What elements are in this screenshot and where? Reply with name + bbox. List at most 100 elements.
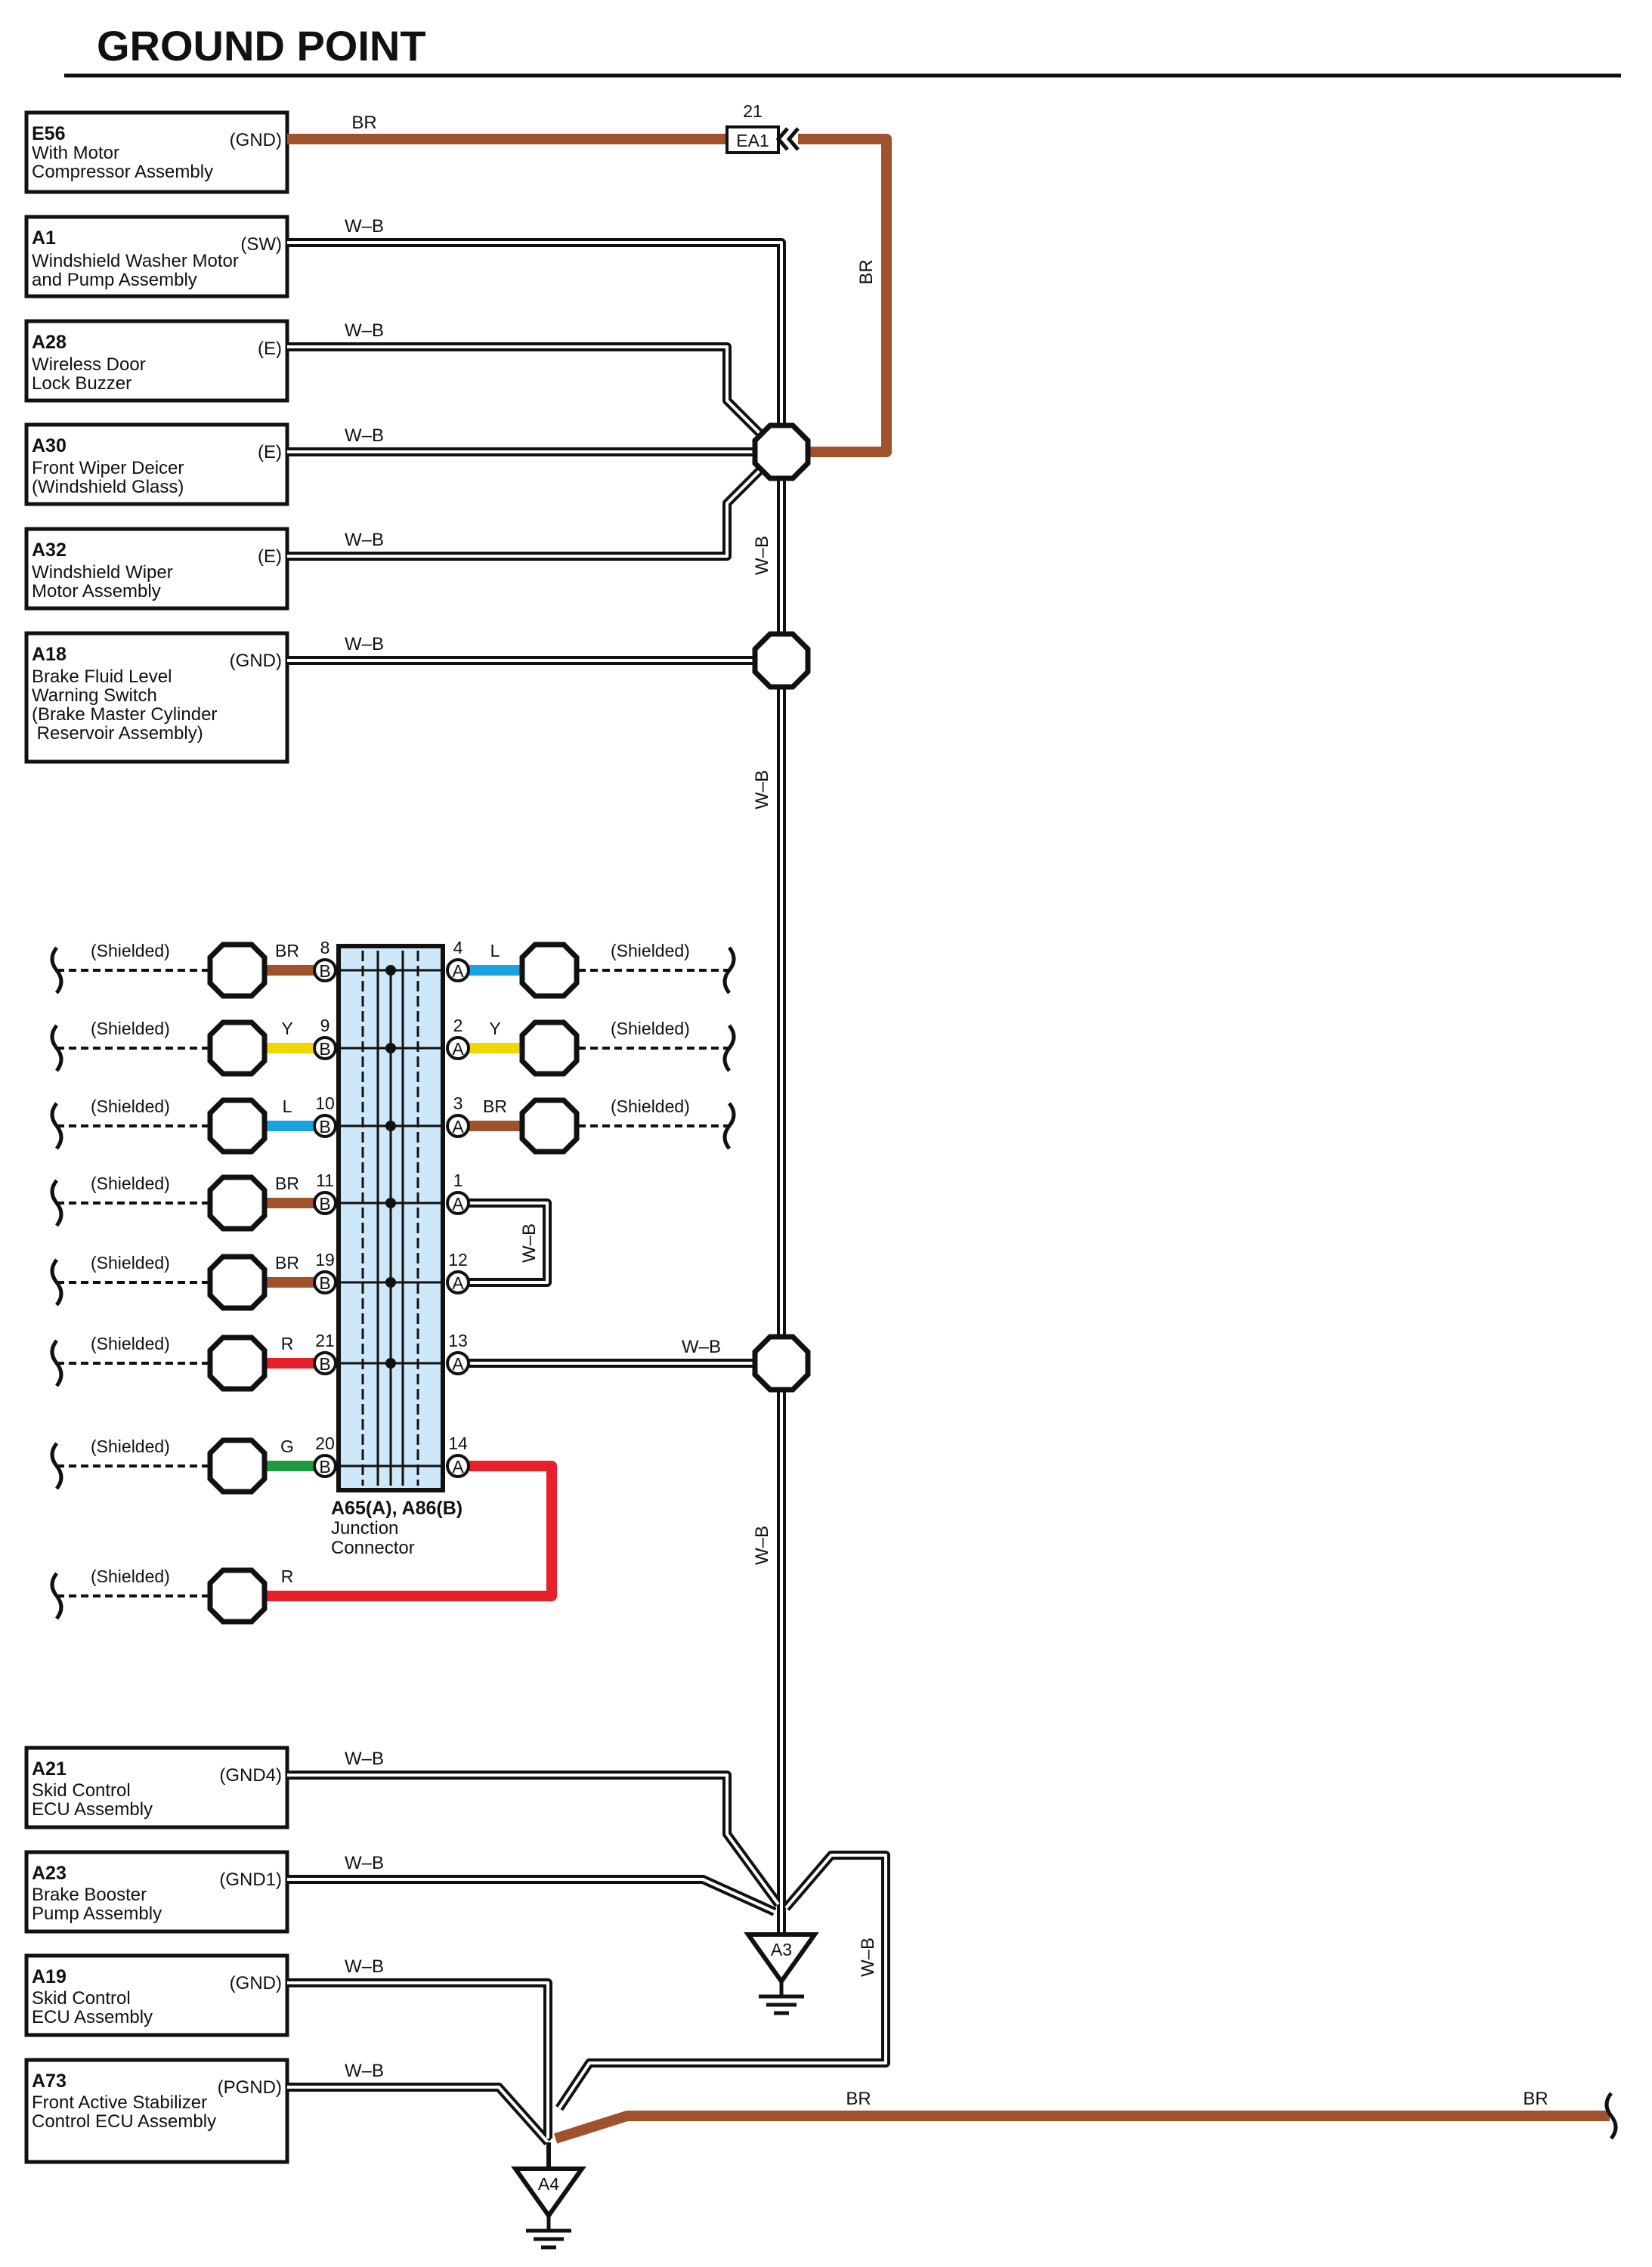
pin-letter: B xyxy=(319,1457,330,1477)
component-a21: A21 Skid Control ECU Assembly (GND4) xyxy=(24,1746,289,1829)
component-name-line: Windshield Wiper xyxy=(32,562,173,583)
component-pin: (SW) xyxy=(240,234,282,255)
pin-row: A 1 xyxy=(446,1171,470,1215)
trunk-splices xyxy=(752,422,811,1393)
splice-point xyxy=(207,942,268,999)
junction-name-line: Connector xyxy=(331,1538,415,1558)
wire-label: W–B xyxy=(519,1223,540,1263)
component-id: A28 xyxy=(32,332,67,353)
pin-letter: A xyxy=(452,1039,464,1059)
shield-label: (Shielded) xyxy=(611,1096,690,1116)
wire-label: W–B xyxy=(345,1956,384,1977)
component-id: E56 xyxy=(32,123,65,144)
wire-color: G xyxy=(280,1437,294,1456)
pin-letter: B xyxy=(319,1354,330,1374)
component-name-line: ECU Assembly xyxy=(32,1799,153,1820)
shield-label: (Shielded) xyxy=(611,1019,690,1038)
pin-letter: A xyxy=(452,961,464,981)
shield-label: (Shielded) xyxy=(91,1019,170,1038)
splice-point xyxy=(207,1437,268,1495)
shield-row: (Shielded) BR B 19 xyxy=(50,1250,337,1311)
component-a32: A32 Windshield Wiper Motor Assembly (E) xyxy=(24,527,289,611)
wire-label: BR xyxy=(1523,2089,1548,2109)
component-name-line: Compressor Assembly xyxy=(32,162,213,182)
wb-wires xyxy=(287,238,890,2145)
component-name-line: Warning Switch xyxy=(32,685,157,706)
shield-row: (Shielded) Y B 9 xyxy=(50,1016,337,1077)
shield-row: (Shielded) R B 21 xyxy=(50,1331,337,1392)
component-name-line: Motor Assembly xyxy=(32,581,161,602)
component-name-line: (Brake Master Cylinder xyxy=(32,704,217,725)
ground-label: A4 xyxy=(538,2174,559,2194)
ea1-connector xyxy=(725,125,780,154)
shield-label: (Shielded) xyxy=(91,1174,170,1193)
component-id: A32 xyxy=(32,540,67,561)
pin-letter: A xyxy=(452,1273,464,1293)
wire-label: W–B xyxy=(752,1526,772,1565)
pin-letter: B xyxy=(319,1039,330,1059)
wire-label: W–B xyxy=(345,320,384,341)
splice-point xyxy=(519,1097,580,1155)
wire-label: W–B xyxy=(345,530,384,550)
splice-point xyxy=(207,1335,268,1392)
component-name-line: Lock Buzzer xyxy=(32,373,131,394)
wire-color: BR xyxy=(275,1253,299,1273)
pin-letter: B xyxy=(319,1273,330,1293)
page-title: GROUND POINT xyxy=(97,22,426,70)
component-a30: A30 Front Wiper Deicer (Windshield Glass… xyxy=(24,422,289,506)
wire-label: W–B xyxy=(345,634,384,654)
splice-point xyxy=(752,1334,811,1393)
pin-letter: A xyxy=(452,1194,464,1214)
splice-point xyxy=(207,1254,268,1311)
pin-letter: A xyxy=(452,1117,464,1137)
pin-number: 13 xyxy=(448,1331,468,1350)
shield-row: (Shielded) BR B 8 xyxy=(50,938,339,999)
component-id: A19 xyxy=(32,1966,67,1987)
component-a73: A73 Front Active Stabilizer Control ECU … xyxy=(24,2058,289,2164)
component-e56: E56 With Motor Compressor Assembly (GND) xyxy=(24,110,289,194)
br-wire-bottom: BR BR xyxy=(553,2089,1618,2144)
wire-color: L xyxy=(283,1096,292,1116)
junction-title: A65(A), A86(B) xyxy=(331,1498,462,1519)
component-a1: A1 Windshield Washer Motor and Pump Asse… xyxy=(24,215,289,298)
wire-color: R xyxy=(281,1566,294,1586)
pin-letter: B xyxy=(319,961,330,981)
component-name-line: Wireless Door xyxy=(32,354,146,375)
wire-color: L xyxy=(490,941,500,960)
component-id: A23 xyxy=(32,1863,67,1884)
component-id: A1 xyxy=(32,227,56,249)
wire-label: W–B xyxy=(752,770,772,809)
wire-break-mark xyxy=(1604,2092,1618,2140)
wire-label: W–B xyxy=(858,1938,878,1977)
pin-number: 21 xyxy=(315,1331,335,1350)
pin-letter: B xyxy=(319,1117,330,1137)
component-pin: (PGND) xyxy=(218,2077,282,2098)
component-name-line: ECU Assembly xyxy=(32,2007,153,2027)
ea1-pin: 21 xyxy=(743,101,763,121)
wire-label: BR xyxy=(846,2089,871,2109)
component-pin: (GND1) xyxy=(219,1870,282,1890)
pin-letter: A xyxy=(452,1457,464,1477)
component-name-line: Brake Fluid Level xyxy=(32,666,172,687)
pin-number: 1 xyxy=(453,1171,463,1190)
splice-point xyxy=(752,422,811,481)
pin-number: 3 xyxy=(453,1093,463,1113)
wire-color: Y xyxy=(489,1019,500,1038)
br-wire-e56: EA1 21 BR BR xyxy=(287,101,892,457)
component-name-line: Front Wiper Deicer xyxy=(32,458,184,478)
wire-color: Y xyxy=(281,1019,292,1038)
shield-row: (Shielded) BR B 11 xyxy=(50,1171,337,1232)
component-a19: A19 Skid Control ECU Assembly (GND) xyxy=(24,1953,289,2037)
ground-a3: A3 xyxy=(744,1932,819,2015)
wire-label: W–B xyxy=(345,1749,384,1769)
component-id: A18 xyxy=(32,644,67,665)
component-pin: (E) xyxy=(258,339,282,359)
shield-row: (Shielded) BR A 3 xyxy=(446,1093,736,1155)
pin-number: 11 xyxy=(316,1171,334,1190)
ea1-chevron xyxy=(775,127,789,151)
junction-name-line: Junction xyxy=(331,1518,398,1539)
component-a28: A28 Wireless Door Lock Buzzer (E) xyxy=(24,319,289,403)
shield-label: (Shielded) xyxy=(91,1437,170,1456)
wire-label: W–B xyxy=(345,1853,384,1873)
